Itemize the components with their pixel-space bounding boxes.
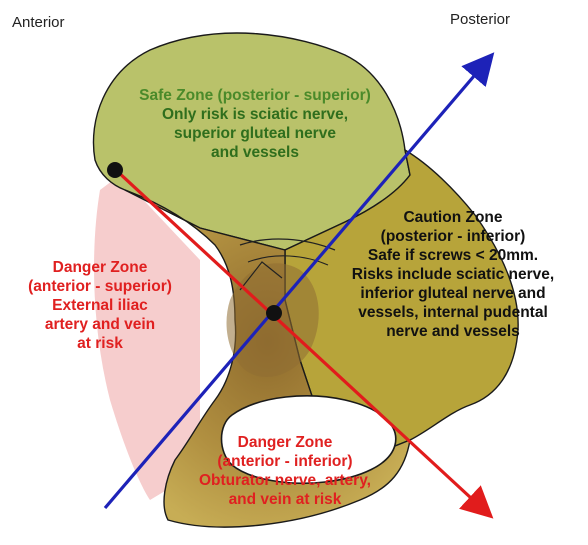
safe-zone-text: Safe Zone (posterior - superior) Only ri… xyxy=(90,86,420,162)
danger-zone-title: Danger Zone xyxy=(150,433,420,452)
caution-zone-line: vessels, internal pudental xyxy=(318,303,588,322)
caution-zone-line: (posterior - inferior) xyxy=(318,227,588,246)
caution-zone-line: nerve and vessels xyxy=(318,322,588,341)
safe-zone-line: Only risk is sciatic nerve, xyxy=(90,105,420,124)
danger-zone-line: at risk xyxy=(0,334,200,353)
safe-zone-title: Safe Zone (posterior - superior) xyxy=(90,86,420,105)
safe-zone-line: and vessels xyxy=(90,143,420,162)
anterior-label: Anterior xyxy=(12,14,65,31)
caution-zone-title: Caution Zone xyxy=(318,208,588,227)
danger-zone-anterior-inferior-text: Danger Zone (anterior - inferior) Obtura… xyxy=(150,433,420,509)
danger-zone-line: artery and vein xyxy=(0,315,200,334)
posterior-label: Posterior xyxy=(450,11,510,28)
danger-zone-line: (anterior - superior) xyxy=(0,277,200,296)
danger-zone-anterior-superior-text: Danger Zone (anterior - superior) Extern… xyxy=(0,258,200,353)
anterior-superior-point xyxy=(107,162,123,178)
danger-zone-line: and vein at risk xyxy=(150,490,420,509)
danger-zone-line: Obturator nerve, artery, xyxy=(150,471,420,490)
acetabulum-center-point xyxy=(266,305,282,321)
danger-zone-title: Danger Zone xyxy=(0,258,200,277)
danger-zone-line: (anterior - inferior) xyxy=(150,452,420,471)
safe-zone-line: superior gluteal nerve xyxy=(90,124,420,143)
danger-zone-line: External iliac xyxy=(0,296,200,315)
caution-zone-line: inferior gluteal nerve and xyxy=(318,284,588,303)
caution-zone-text: Caution Zone (posterior - inferior) Safe… xyxy=(318,208,588,341)
caution-zone-line: Risks include sciatic nerve, xyxy=(318,265,588,284)
caution-zone-line: Safe if screws < 20mm. xyxy=(318,246,588,265)
